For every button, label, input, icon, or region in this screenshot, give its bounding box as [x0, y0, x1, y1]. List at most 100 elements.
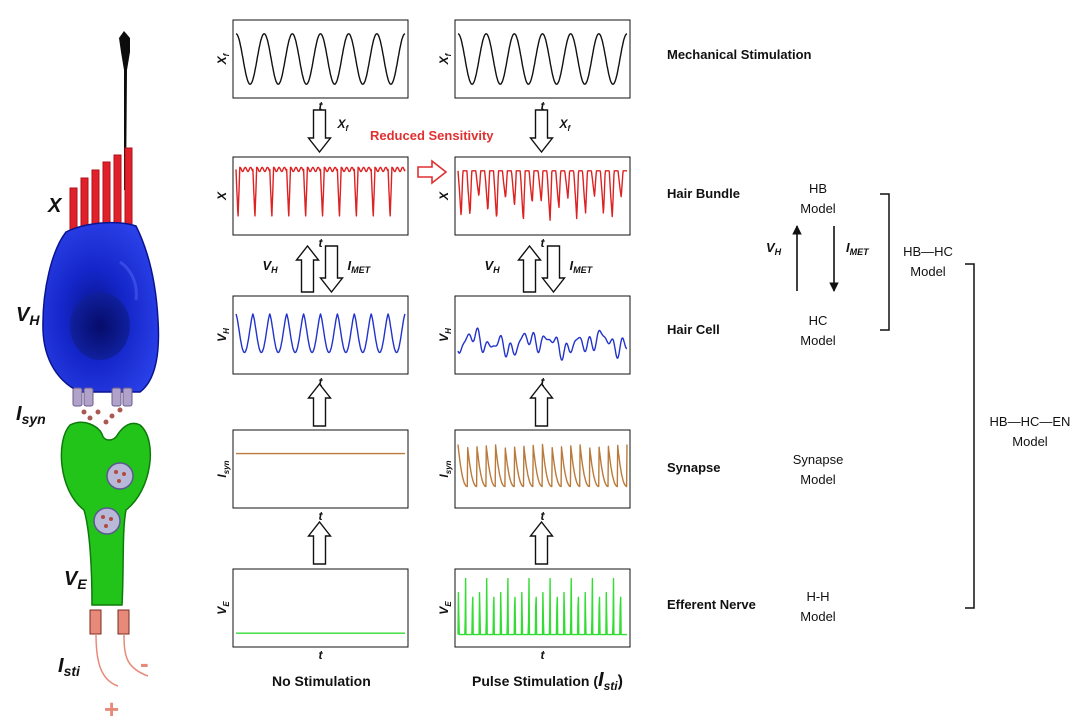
plot-frame — [454, 19, 631, 99]
hbhcen-bracket-icon — [965, 263, 975, 609]
column-labels: No Stimulation Pulse Stimulation (Isti) — [272, 669, 623, 693]
column-label-left: No Stimulation — [272, 673, 371, 689]
arrow-label-imet: IMET — [570, 258, 594, 275]
reduced-sensitivity-label: Reduced Sensitivity — [370, 128, 494, 143]
vesicle-icon — [93, 462, 134, 535]
panel-efferent-no-stim: VE t — [215, 568, 409, 662]
ion-channel-icon — [72, 387, 133, 407]
row-label-efferent: Efferent Nerve — [667, 597, 756, 612]
signal-trace — [457, 170, 628, 221]
row-label-synapse: Synapse — [667, 460, 720, 475]
row-labels: Mechanical Stimulation Hair Bundle Hair … — [667, 47, 812, 612]
model-imet-label: IMET — [846, 240, 870, 257]
panel-mechanical-pulse-stim: Xf t — [437, 19, 631, 113]
vh-up-arrow-icon — [295, 244, 320, 293]
row-label-mechanical: Mechanical Stimulation — [667, 47, 812, 62]
axis-label-t: t — [541, 99, 546, 113]
model-hh-line2: Model — [800, 609, 836, 624]
axis-label-t: t — [541, 509, 546, 523]
plot-frame — [232, 429, 409, 509]
signal-trace — [235, 33, 406, 85]
vh-up-arrow-icon — [517, 244, 542, 293]
neurotransmitter-icon — [81, 407, 123, 425]
cell-label-vh: VH — [16, 304, 40, 328]
panel-hair_cell-no-stim: VH t — [215, 295, 409, 389]
axis-label-hair_cell: VH — [437, 328, 453, 342]
imet-down-arrow-icon — [541, 245, 566, 294]
axis-label-mechanical: Xf — [437, 52, 453, 65]
model-hierarchy: HB Model HC Model VH IMET HB—HC Model Sy… — [766, 181, 1070, 624]
cell-label-ve: VE — [64, 568, 87, 592]
axis-label-hair_cell: VH — [215, 328, 231, 342]
axis-label-t: t — [319, 99, 324, 113]
efferent-up-arrow-icon — [529, 520, 554, 565]
hbhc-bracket-icon — [880, 193, 890, 331]
electrode-plus: + — [104, 694, 119, 720]
cell-label-x: X — [47, 195, 63, 217]
column-label-right: Pulse Stimulation (Isti) — [472, 669, 623, 693]
reduced-sensitivity-arrow-icon — [417, 159, 448, 185]
model-synapse-line1: Synapse — [793, 452, 844, 467]
row-label-hair-cell: Hair Cell — [667, 322, 720, 337]
synapse-up-arrow-icon — [529, 382, 554, 427]
row-label-hair-bundle: Hair Bundle — [667, 186, 740, 201]
stereocilia-icon — [69, 147, 133, 231]
axis-label-synapse: Isyn — [215, 460, 231, 477]
plot-frame — [232, 19, 409, 99]
efferent-up-arrow-icon — [307, 520, 332, 565]
axis-label-t: t — [541, 236, 546, 250]
arrow-label-vh: VH — [263, 258, 279, 275]
signal-trace — [457, 327, 628, 361]
model-hc-line2: Model — [800, 333, 836, 348]
plot-frame — [232, 295, 409, 375]
model-hb-line2: Model — [800, 201, 836, 216]
model-hbhc-line1: HB—HC — [903, 244, 953, 259]
axis-label-efferent: VE — [215, 601, 231, 615]
cell-label-isyn: Isyn — [16, 403, 46, 427]
nucleus-icon — [70, 292, 130, 360]
panel-hair_bundle-no-stim: Xt — [215, 156, 409, 250]
axis-label-efferent: VE — [437, 601, 453, 615]
signal-trace — [235, 166, 406, 217]
model-hb-line1: HB — [809, 181, 827, 196]
axis-label-mechanical: Xf — [215, 52, 231, 65]
signal-trace — [457, 443, 628, 488]
xf-down-arrow-icon — [307, 109, 332, 154]
panel-efferent-pulse-stim: VE t — [437, 568, 631, 662]
plot-frame — [232, 568, 409, 648]
axis-label-hair_bundle: X — [215, 191, 229, 201]
model-synapse-line2: Model — [800, 472, 836, 487]
axis-label-t: t — [319, 236, 324, 250]
xf-down-arrow-icon — [529, 109, 554, 154]
axis-label-t: t — [319, 648, 324, 662]
plot-frame — [454, 295, 631, 375]
signal-trace — [457, 577, 628, 636]
column-connectors: Reduced Sensitivity — [370, 128, 494, 185]
axis-label-t: t — [319, 375, 324, 389]
model-hbhc-line2: Model — [910, 264, 946, 279]
plot-frame — [454, 156, 631, 236]
probe-needle-icon — [119, 31, 130, 190]
axis-label-t: t — [541, 648, 546, 662]
arrow-label-xf: Xf — [337, 117, 350, 133]
model-hc-line1: HC — [809, 313, 828, 328]
axis-label-hair_bundle: X — [437, 191, 451, 201]
axis-label-synapse: Isyn — [437, 460, 453, 477]
signal-trace — [457, 33, 628, 85]
arrow-label-vh: VH — [485, 258, 501, 275]
axis-label-t: t — [541, 375, 546, 389]
model-hbhcen-line2: Model — [1012, 434, 1048, 449]
model-hh-line1: H-H — [806, 589, 829, 604]
imet-down-arrow-icon — [319, 245, 344, 294]
cell-label-isti: Isti — [58, 655, 81, 679]
electrode-icon — [89, 609, 149, 687]
model-hbhcen-line1: HB—HC—EN — [990, 414, 1071, 429]
electrode-minus: - — [140, 648, 149, 678]
panel-hair_bundle-pulse-stim: Xt — [437, 156, 631, 250]
arrow-label-imet: IMET — [348, 258, 372, 275]
synapse-up-arrow-icon — [307, 382, 332, 427]
